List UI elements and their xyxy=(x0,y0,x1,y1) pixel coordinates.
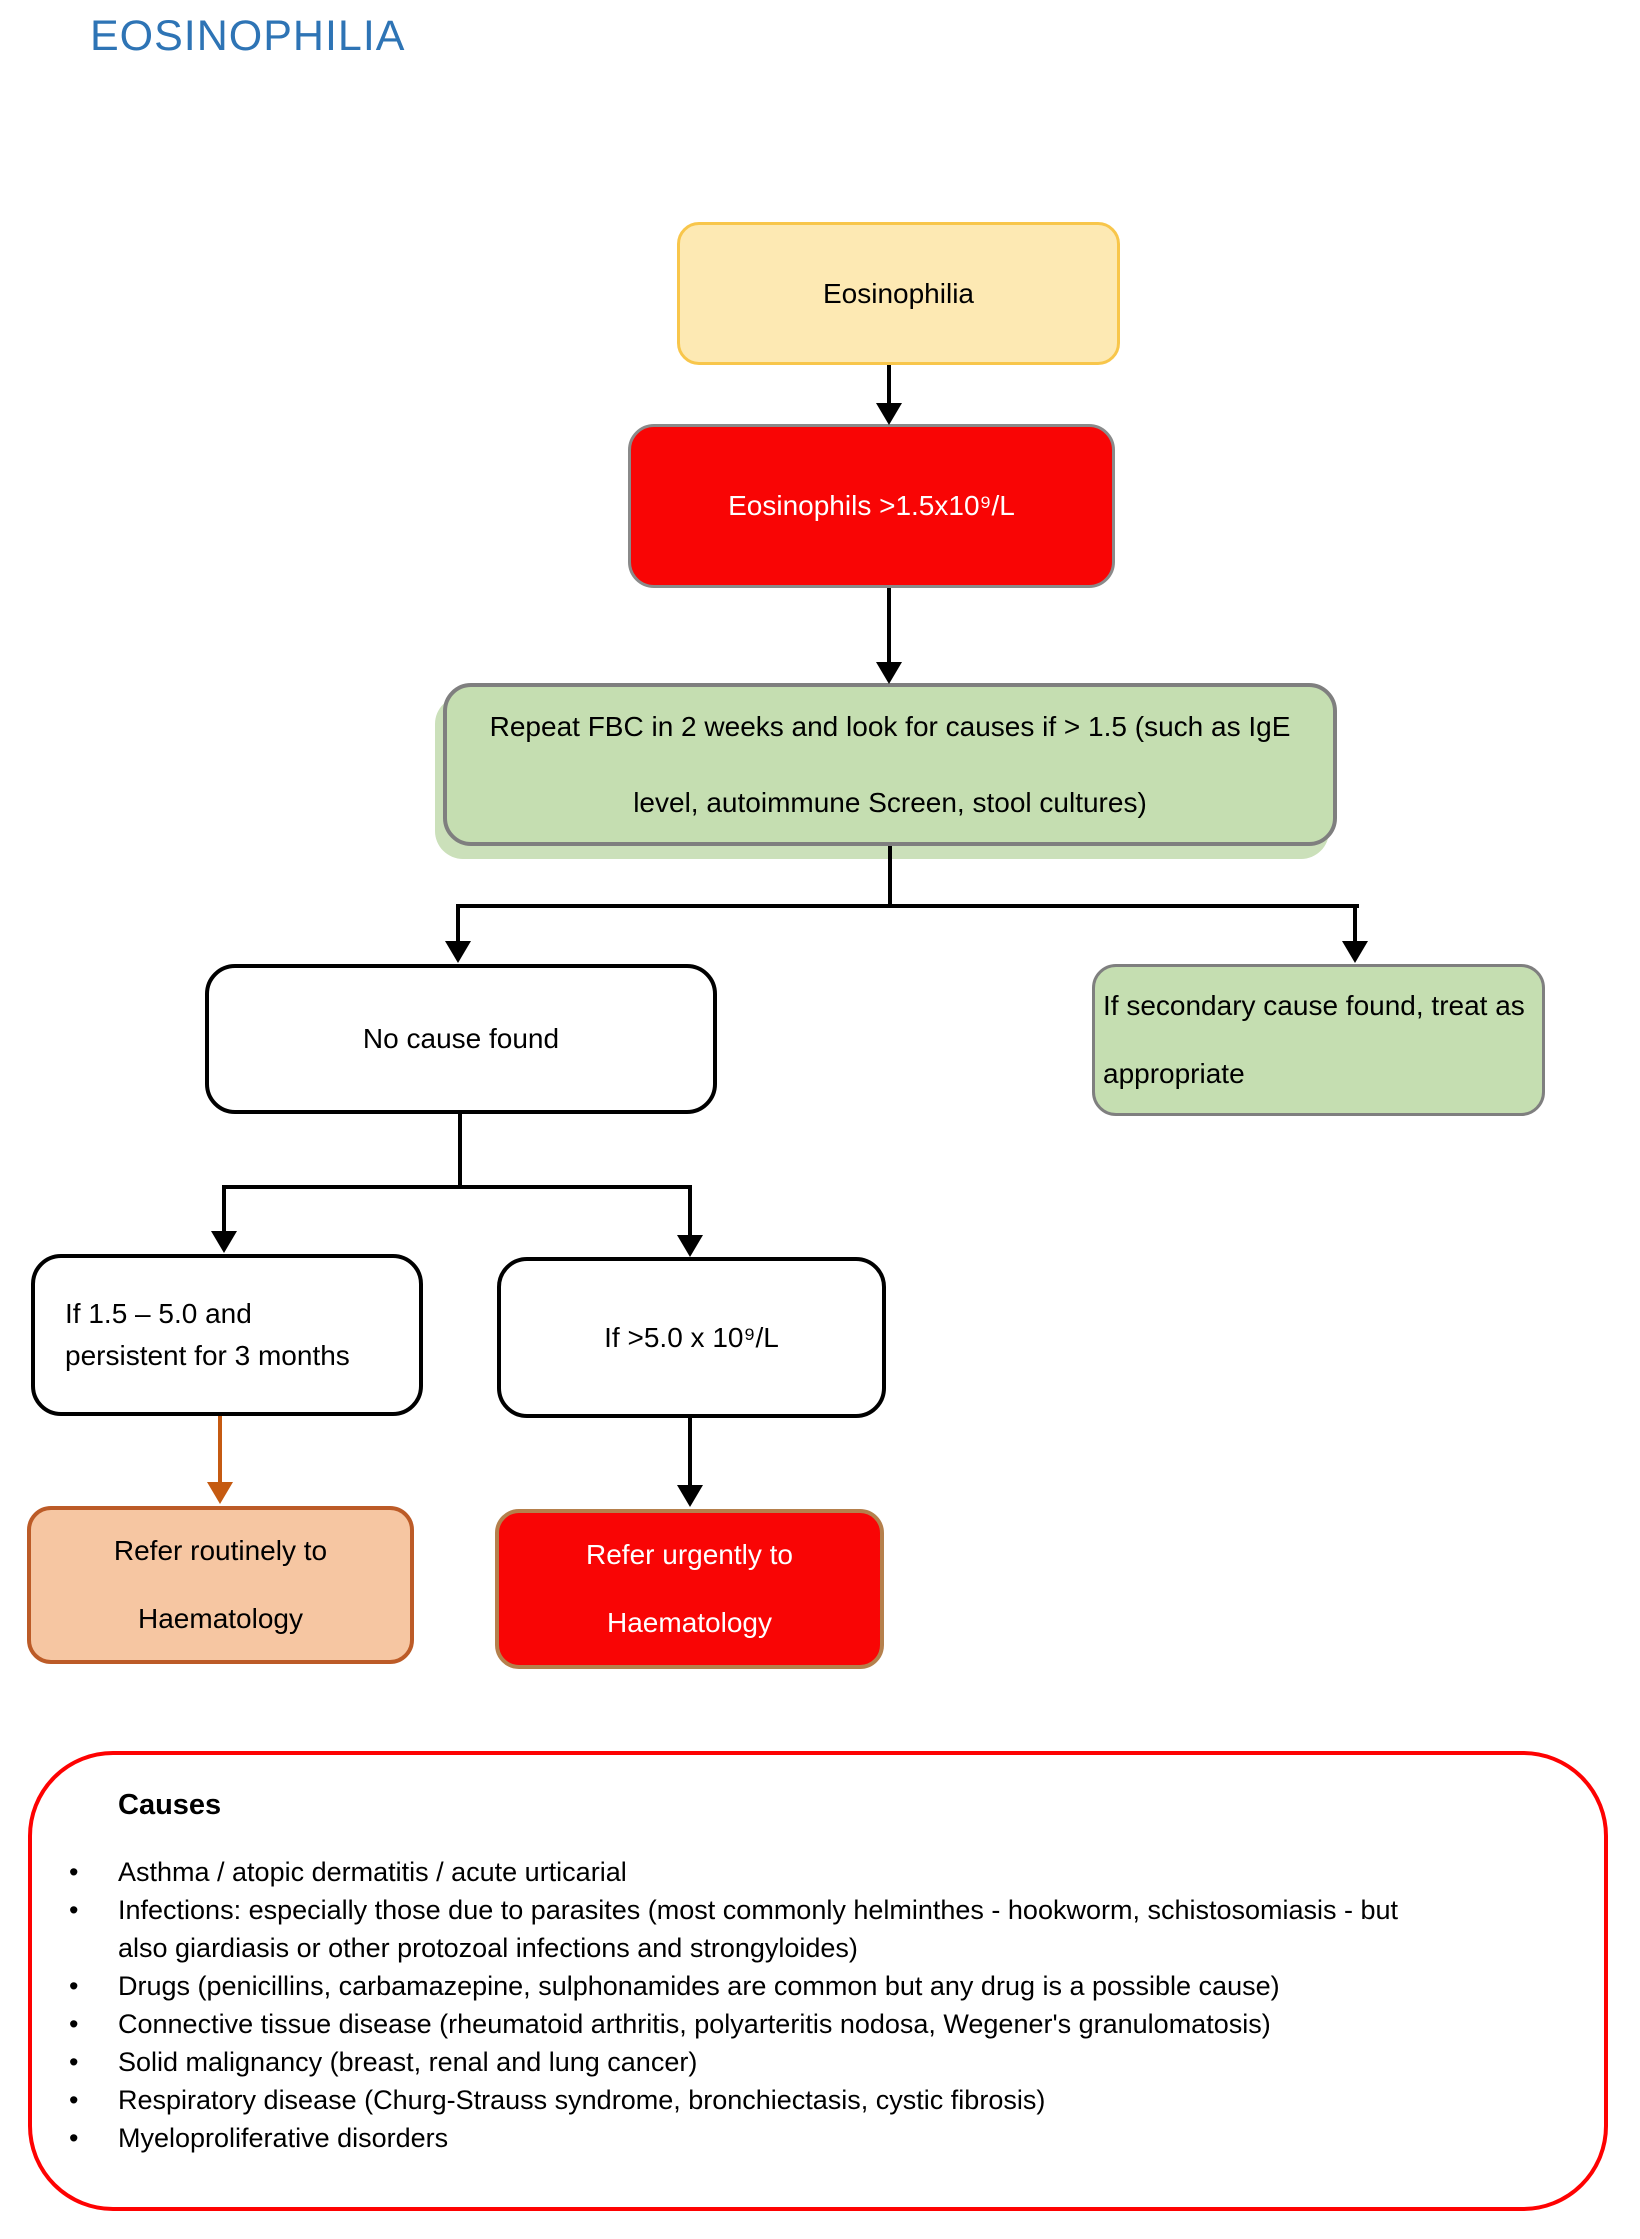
flow-node-refer-urgently: Refer urgently to Haematology xyxy=(495,1509,884,1669)
arrow-down-icon xyxy=(876,403,902,425)
cause-text: Myeloproliferative disorders xyxy=(118,2123,449,2153)
flow-node-repeat-fbc-line1: Repeat FBC in 2 weeks and look for cause… xyxy=(489,710,1291,742)
arrow-down-icon xyxy=(211,1231,237,1253)
bullet-icon: • xyxy=(69,2123,79,2153)
flow-node-refer-routinely-line2: Haematology xyxy=(138,1603,303,1634)
list-item: • Drugs (penicillins, carbamazepine, sul… xyxy=(69,1967,1569,2005)
list-item: • Connective tissue disease (rheumatoid … xyxy=(69,2005,1569,2043)
connector-branch-1 xyxy=(456,904,1359,908)
list-item: • Infections: especially those due to pa… xyxy=(69,1891,1569,1967)
causes-panel: Causes • Asthma / atopic dermatitis / ac… xyxy=(28,1751,1608,2211)
connector-nocause-stem xyxy=(458,1114,462,1189)
arrow-down-icon xyxy=(876,662,902,684)
flow-node-no-cause-found: No cause found xyxy=(205,964,717,1114)
causes-heading: Causes xyxy=(118,1789,222,1821)
cause-text: Connective tissue disease (rheumatoid ar… xyxy=(118,2009,1271,2039)
connector-overfive-to-urgent xyxy=(688,1418,692,1488)
connector-start-to-threshold xyxy=(887,365,891,406)
connector-branch-1-right xyxy=(1353,904,1357,944)
cause-text: Asthma / atopic dermatitis / acute urtic… xyxy=(118,1857,627,1887)
flow-node-repeat-fbc: Repeat FBC in 2 weeks and look for cause… xyxy=(443,683,1337,846)
arrow-down-icon xyxy=(1342,941,1368,963)
flow-node-persistent-line1: If 1.5 – 5.0 and xyxy=(65,1298,252,1330)
flow-node-threshold: Eosinophils >1.5x10⁹/L xyxy=(628,424,1115,588)
bullet-icon: • xyxy=(69,1857,79,1887)
flow-node-secondary-cause: If secondary cause found, treat as appro… xyxy=(1092,964,1545,1116)
list-item: • Respiratory disease (Churg-Strauss syn… xyxy=(69,2081,1569,2119)
flow-node-refer-routinely-line1: Refer routinely to xyxy=(113,1535,328,1567)
bullet-icon: • xyxy=(69,1895,79,1925)
bullet-icon: • xyxy=(69,2009,79,2039)
page-title: EOSINOPHILIA xyxy=(90,12,406,60)
flow-node-over-five: If >5.0 x 10⁹/L xyxy=(497,1257,886,1418)
bullet-icon: • xyxy=(69,1971,79,2001)
connector-branch-2-right xyxy=(688,1185,692,1237)
list-item: • Myeloproliferative disorders xyxy=(69,2119,1569,2157)
connector-persistent-to-routine xyxy=(218,1416,222,1484)
arrow-down-icon xyxy=(677,1235,703,1257)
flow-node-repeat-fbc-line2: level, autoimmune Screen, stool cultures… xyxy=(633,786,1147,818)
cause-text: Drugs (penicillins, carbamazepine, sulph… xyxy=(118,1971,1280,2001)
cause-text: Solid malignancy (breast, renal and lung… xyxy=(118,2047,698,2077)
flow-node-refer-urgently-line2: Haematology xyxy=(607,1607,772,1638)
cause-text: Respiratory disease (Churg-Strauss syndr… xyxy=(118,2085,1046,2115)
bullet-icon: • xyxy=(69,2085,79,2115)
arrow-down-orange-icon xyxy=(207,1482,233,1504)
flow-node-over-five-label: If >5.0 x 10⁹/L xyxy=(604,1321,779,1353)
flow-node-no-cause-found-label: No cause found xyxy=(362,1023,560,1055)
connector-branch-1-left xyxy=(456,904,460,944)
bullet-icon: • xyxy=(69,2047,79,2077)
flow-node-persistent-eosinophilia: If 1.5 – 5.0 and persistent for 3 months xyxy=(31,1254,423,1416)
flow-node-secondary-cause-line2: appropriate xyxy=(1103,1058,1245,1089)
arrow-down-icon xyxy=(677,1485,703,1507)
flow-node-eosinophilia-label: Eosinophilia xyxy=(823,277,974,309)
list-item: • Asthma / atopic dermatitis / acute urt… xyxy=(69,1853,1569,1891)
connector-branch-2 xyxy=(222,1185,692,1189)
causes-list: • Asthma / atopic dermatitis / acute urt… xyxy=(69,1853,1569,2157)
flow-node-refer-urgently-line1: Refer urgently to xyxy=(586,1539,793,1571)
flow-node-eosinophilia: Eosinophilia xyxy=(677,222,1120,365)
connector-repeat-stem xyxy=(888,846,892,908)
connector-branch-2-left xyxy=(222,1185,226,1233)
flow-node-refer-routinely: Refer routinely to Haematology xyxy=(27,1506,414,1664)
arrow-down-icon xyxy=(445,941,471,963)
flow-node-secondary-cause-line1: If secondary cause found, treat as xyxy=(1103,990,1525,1022)
flow-node-persistent-line2: persistent for 3 months xyxy=(65,1340,350,1371)
list-item: • Solid malignancy (breast, renal and lu… xyxy=(69,2043,1569,2081)
cause-text: Infections: especially those due to para… xyxy=(118,1895,1399,1963)
connector-threshold-to-repeat xyxy=(887,588,891,665)
flow-node-threshold-label: Eosinophils >1.5x10⁹/L xyxy=(728,490,1015,522)
